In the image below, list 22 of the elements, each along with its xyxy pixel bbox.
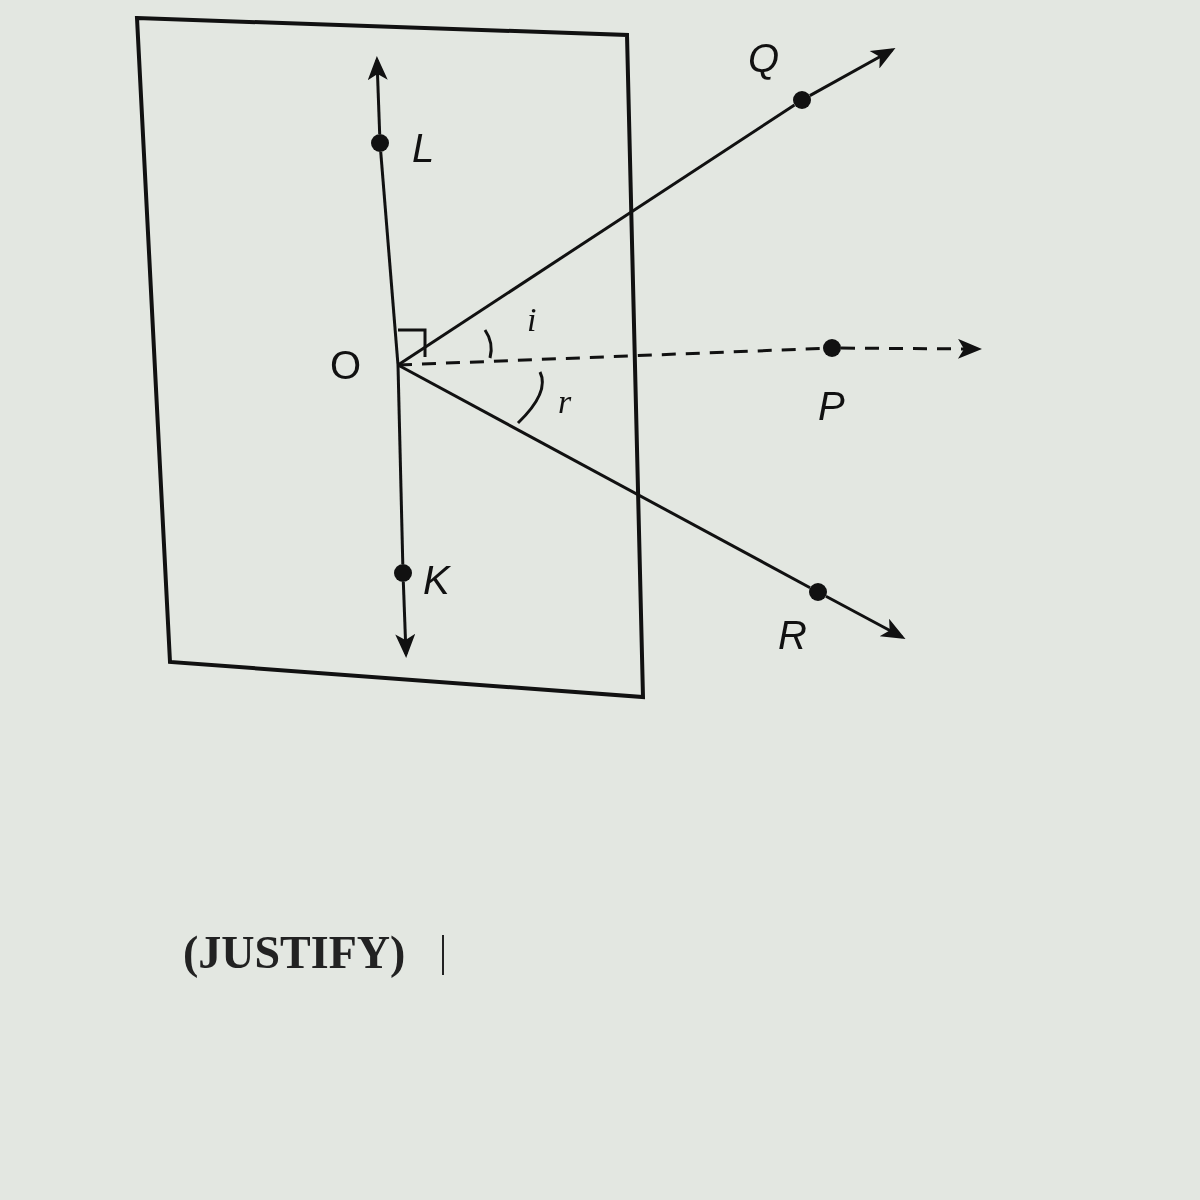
point-dot [371,134,389,152]
point-dot [394,564,412,582]
dashed-arrow [841,338,982,359]
point-dot [793,91,811,109]
arrow [395,581,416,658]
angle-label: i [527,300,537,340]
point-label: L [412,128,435,168]
point-label: K [423,560,450,600]
arrow [825,594,906,639]
arrow [367,56,388,135]
instruction-text: (JUSTIFY) [183,928,406,978]
point-label: P [818,386,845,426]
line [396,364,405,565]
point-label: O [330,345,398,385]
point-label: Q [748,38,780,78]
point-dot [809,583,827,601]
line [379,151,400,366]
arrow [809,48,896,97]
point-label: R [778,615,807,655]
line [397,363,811,590]
angle-label: r [558,382,572,422]
point-dot [823,339,841,357]
